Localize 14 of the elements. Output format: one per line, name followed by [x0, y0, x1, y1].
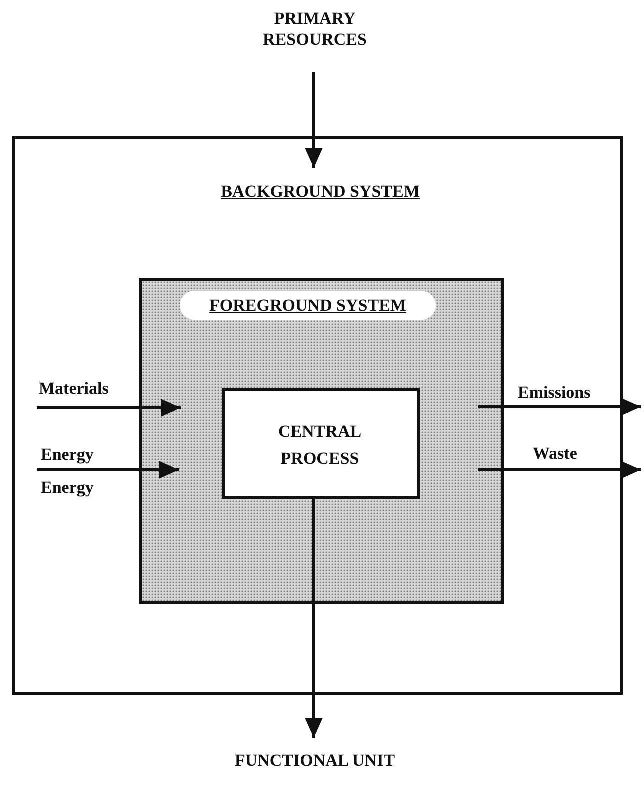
primary-resources-label: PRIMARY RESOURCES — [262, 8, 368, 50]
foreground-system-title: FOREGROUND SYSTEM — [180, 291, 436, 320]
functional-unit-label: FUNCTIONAL UNIT — [234, 750, 396, 772]
arrow — [37, 461, 179, 479]
central-process-box — [222, 388, 420, 499]
arrow — [478, 461, 641, 479]
foreground-system-box — [139, 278, 504, 604]
arrow — [305, 72, 323, 168]
background-system-title: BACKGROUND SYSTEM — [220, 181, 421, 202]
arrow — [478, 398, 641, 416]
arrow — [305, 499, 323, 738]
background-system-box — [12, 136, 623, 695]
arrow — [37, 399, 181, 417]
central-process-title: CENTRAL PROCESS — [277, 421, 363, 470]
